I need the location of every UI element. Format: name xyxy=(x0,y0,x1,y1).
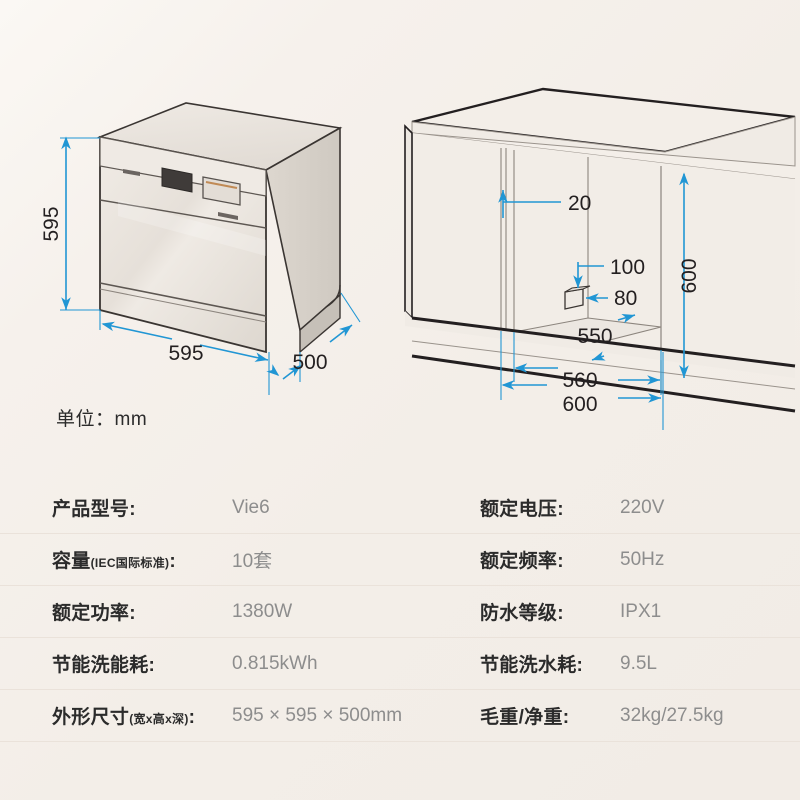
dim550-arrow-a xyxy=(617,314,636,324)
dimension-label-560: 560 xyxy=(562,369,597,392)
spec-cell-left: 产品型号: Vie6 xyxy=(0,482,460,533)
spec-label-waterproof-rating: 防水等级: xyxy=(480,603,564,624)
spec-value-eco-water: 9.5L xyxy=(620,652,657,674)
dimension-label-height: 595 xyxy=(40,206,63,241)
spec-value-waterproof-rating: IPX1 xyxy=(620,600,662,622)
spec-label-rated-frequency: 额定频率: xyxy=(480,551,564,572)
dimension-label-80: 80 xyxy=(614,287,637,310)
dimension-label-600-width: 600 xyxy=(562,393,597,416)
dimension-width-595: 595 xyxy=(99,310,270,395)
dimension-label-depth: 500 xyxy=(292,351,327,374)
table-row: 节能洗能耗: 0.815kWh 节能洗水耗: 9.5L xyxy=(0,638,800,690)
spec-cell-right: 节能洗水耗: 9.5L xyxy=(460,638,800,689)
dimension-600-height: 600 xyxy=(678,172,701,378)
side-rounded-corner xyxy=(325,284,341,308)
indicator-mark-right xyxy=(218,212,238,220)
spec-cell-right: 防水等级: IPX1 xyxy=(460,586,800,637)
spec-label-dimensions-tail: : xyxy=(188,707,196,728)
plinth-fill xyxy=(405,311,795,378)
cabinet-drawing: 20 100 80 550 xyxy=(404,87,796,430)
dimension-80: 80 xyxy=(586,287,637,310)
indicator-mark-left xyxy=(123,169,140,176)
spec-cell-right: 额定频率: 50Hz xyxy=(460,534,800,585)
spec-cell-right: 额定电压: 220V xyxy=(460,482,800,533)
plinth-mid-edge xyxy=(411,340,796,390)
dimension-depth-500: 500 xyxy=(266,292,361,382)
spec-value-rated-power: 1380W xyxy=(232,600,293,622)
spec-value-rated-voltage: 220V xyxy=(620,496,665,518)
spec-cell-right: 毛重/净重: 32kg/27.5kg xyxy=(460,690,800,741)
depth-ext-b xyxy=(340,292,361,323)
spec-label-capacity-sub: (IEC国际标准) xyxy=(90,556,170,570)
dimension-600-width: 600 xyxy=(500,331,664,430)
spec-label-gross-net-weight: 毛重/净重: xyxy=(480,707,570,728)
dimension-label-600-height: 600 xyxy=(678,258,701,293)
spec-cell-left: 额定功率: 1380W xyxy=(0,586,460,637)
dimension-560: 560 xyxy=(513,332,662,395)
door-seam-lower-2 xyxy=(99,288,267,323)
dimension-diagrams: 595 595 500 xyxy=(40,87,796,430)
spec-label-dimensions: 外形尺寸(宽x高x深): xyxy=(52,702,195,729)
width-dim-seg-b xyxy=(199,344,269,362)
door-seam-upper xyxy=(99,199,267,229)
diagram-svg: 595 595 500 xyxy=(40,87,796,430)
cabinet-left-edge xyxy=(404,124,413,320)
depth-dim-arrow-a xyxy=(266,364,280,377)
dimension-label-20: 20 xyxy=(568,192,591,215)
spec-cell-left: 节能洗能耗: 0.815kWh xyxy=(0,638,460,689)
depth-dim-seg-b xyxy=(329,324,353,343)
spec-value-product-model: Vie6 xyxy=(232,496,270,518)
table-row: 产品型号: Vie6 额定电压: 220V xyxy=(0,482,800,534)
handle-accent-line xyxy=(205,181,238,189)
units-note: 单位：mm xyxy=(56,409,148,430)
dimension-label-100: 100 xyxy=(610,256,645,279)
spec-label-capacity-main: 容量 xyxy=(52,551,91,572)
spec-label-eco-energy: 节能洗能耗: xyxy=(52,655,156,676)
display-window xyxy=(161,167,193,193)
plinth-top-edge xyxy=(411,316,796,368)
dimension-550: 550 xyxy=(577,314,636,361)
appliance-drawing: 595 595 500 xyxy=(40,102,361,395)
spec-label-rated-power: 额定功率: xyxy=(52,603,136,624)
table-row: 容量(IEC国际标准): 10套 额定频率: 50Hz xyxy=(0,534,800,586)
spec-value-rated-frequency: 50Hz xyxy=(620,548,665,570)
spec-label-product-model: 产品型号: xyxy=(52,499,136,520)
spec-value-capacity: 10套 xyxy=(232,551,273,572)
spec-value-eco-energy: 0.815kWh xyxy=(232,652,318,674)
depth-dim-seg-a xyxy=(282,365,302,380)
table-row: 外形尺寸(宽x高x深): 595 × 595 × 500mm 毛重/净重: 32… xyxy=(0,690,800,742)
spec-label-rated-voltage: 额定电压: xyxy=(480,499,564,520)
spec-label-dimensions-sub: (宽x高x深) xyxy=(129,712,189,726)
door-seam-lower xyxy=(99,282,267,317)
specification-table: 产品型号: Vie6 额定电压: 220V 容量(IEC国际标准): 10套 额… xyxy=(0,482,800,742)
spec-cell-left: 外形尺寸(宽x高x深): 595 × 595 × 500mm xyxy=(0,690,460,741)
dimension-100: 100 xyxy=(573,256,645,288)
spec-label-capacity: 容量(IEC国际标准): xyxy=(52,546,176,573)
spec-label-capacity-tail: : xyxy=(169,551,176,572)
dimension-label-width: 595 xyxy=(168,342,203,365)
spec-value-gross-net-weight: 32kg/27.5kg xyxy=(620,704,724,726)
dim550-arrow-b xyxy=(591,351,606,361)
service-notch-top xyxy=(564,285,591,293)
spec-value-dimensions: 595 × 595 × 500mm xyxy=(232,704,403,726)
dimension-20: 20 xyxy=(498,190,591,218)
dimension-height-595: 595 xyxy=(40,136,100,311)
table-row: 额定功率: 1380W 防水等级: IPX1 xyxy=(0,586,800,638)
plinth-bottom-edge xyxy=(411,354,796,413)
spec-label-eco-water: 节能洗水耗: xyxy=(480,655,584,676)
width-dim-seg-a xyxy=(101,321,173,340)
spec-cell-left: 容量(IEC国际标准): 10套 xyxy=(0,534,460,585)
door-gloss xyxy=(118,200,266,256)
dimension-label-550: 550 xyxy=(577,325,612,348)
counter-edge-band xyxy=(411,116,796,167)
spec-label-dimensions-main: 外形尺寸 xyxy=(52,707,130,728)
